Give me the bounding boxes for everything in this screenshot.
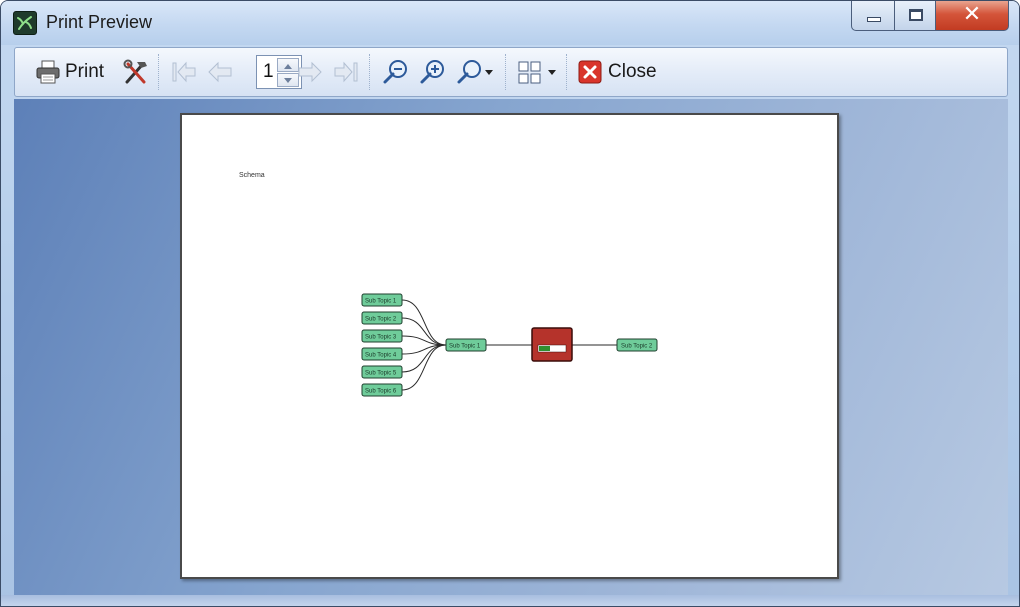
close-label: Close bbox=[608, 61, 657, 82]
topic-node-label: Sub Topic 5 bbox=[365, 371, 397, 377]
print-button[interactable]: Print bbox=[35, 48, 104, 96]
close-icon bbox=[578, 60, 602, 84]
window-close-button[interactable]: ✕ bbox=[935, 1, 1009, 31]
print-label: Print bbox=[65, 61, 105, 82]
topic-node: Sub Topic 2 bbox=[361, 311, 403, 325]
close-x-icon: ✕ bbox=[962, 2, 982, 27]
minimize-icon bbox=[867, 17, 881, 22]
zoom-out-button[interactable] bbox=[382, 48, 410, 96]
maximize-button[interactable] bbox=[894, 1, 936, 31]
chevron-down-icon bbox=[547, 67, 557, 77]
topic-node-label: Sub Topic 1 bbox=[365, 299, 397, 305]
zoom-dropdown-button[interactable] bbox=[456, 48, 494, 96]
preview-toolbar: Print bbox=[14, 47, 1008, 97]
topic-node: Sub Topic 2 bbox=[616, 338, 658, 352]
topic-node-label: Sub Topic 6 bbox=[365, 389, 397, 395]
page-preview: Schema Sub Topic 1 bbox=[180, 113, 839, 579]
zoom-in-icon bbox=[419, 58, 447, 86]
chevron-down-icon bbox=[484, 67, 494, 77]
topic-node: Sub Topic 5 bbox=[361, 365, 403, 379]
toolbar-separator bbox=[505, 54, 506, 90]
page-down-spinner[interactable] bbox=[277, 73, 299, 87]
topic-node-label: Sub Topic 2 bbox=[621, 344, 653, 350]
last-page-button[interactable] bbox=[332, 48, 360, 96]
next-page-button[interactable] bbox=[296, 48, 324, 96]
topic-node: Sub Topic 6 bbox=[361, 383, 403, 397]
window-bottom-edge bbox=[1, 595, 1019, 606]
topic-node: Sub Topic 1 bbox=[361, 293, 403, 307]
progress-bar-fill bbox=[539, 346, 550, 351]
page-number-value: 1 bbox=[263, 61, 274, 82]
central-topic-node bbox=[531, 327, 573, 362]
previous-page-button[interactable] bbox=[206, 48, 234, 96]
tools-icon bbox=[122, 58, 150, 86]
caret-up-icon bbox=[284, 64, 292, 69]
topic-node-label: Sub Topic 3 bbox=[365, 335, 397, 341]
multi-page-icon bbox=[517, 59, 543, 85]
title-bar[interactable]: Print Preview ✕ bbox=[1, 1, 1019, 45]
app-icon bbox=[13, 11, 37, 35]
window-title: Print Preview bbox=[46, 12, 153, 32]
topic-node: Sub Topic 1 bbox=[445, 338, 487, 352]
toolbar-separator bbox=[369, 54, 370, 90]
printer-icon bbox=[35, 59, 61, 85]
arrow-left-icon bbox=[206, 58, 234, 86]
first-page-icon bbox=[170, 58, 198, 86]
first-page-button[interactable] bbox=[170, 48, 198, 96]
zoom-in-button[interactable] bbox=[419, 48, 447, 96]
progress-bar bbox=[537, 344, 567, 353]
page-title-text: Schema bbox=[239, 172, 265, 179]
last-page-icon bbox=[332, 58, 360, 86]
toolbar-separator bbox=[158, 54, 159, 90]
connector-line bbox=[401, 299, 447, 346]
topic-node: Sub Topic 4 bbox=[361, 347, 403, 361]
caret-down-icon bbox=[284, 78, 292, 83]
mind-map-diagram: Sub Topic 1 Sub Topic 2 Sub Topic 3 Sub … bbox=[361, 293, 658, 397]
zoom-icon bbox=[456, 58, 484, 86]
topic-node-label: Sub Topic 1 bbox=[449, 344, 481, 350]
page-layout-dropdown-button[interactable] bbox=[517, 48, 557, 96]
toolbar-separator bbox=[566, 54, 567, 90]
page-setup-button[interactable] bbox=[122, 48, 150, 96]
maximize-icon bbox=[909, 9, 923, 21]
topic-node-label: Sub Topic 4 bbox=[365, 353, 397, 359]
topic-node: Sub Topic 3 bbox=[361, 329, 403, 343]
page-up-spinner[interactable] bbox=[277, 58, 299, 72]
preview-area[interactable]: Schema Sub Topic 1 bbox=[14, 99, 1008, 595]
close-preview-button[interactable]: Close bbox=[578, 48, 657, 96]
topic-node-label: Sub Topic 2 bbox=[365, 317, 397, 323]
arrow-right-icon bbox=[296, 58, 324, 86]
connector-line bbox=[401, 344, 447, 391]
minimize-button[interactable] bbox=[851, 1, 895, 31]
zoom-out-icon bbox=[382, 58, 410, 86]
